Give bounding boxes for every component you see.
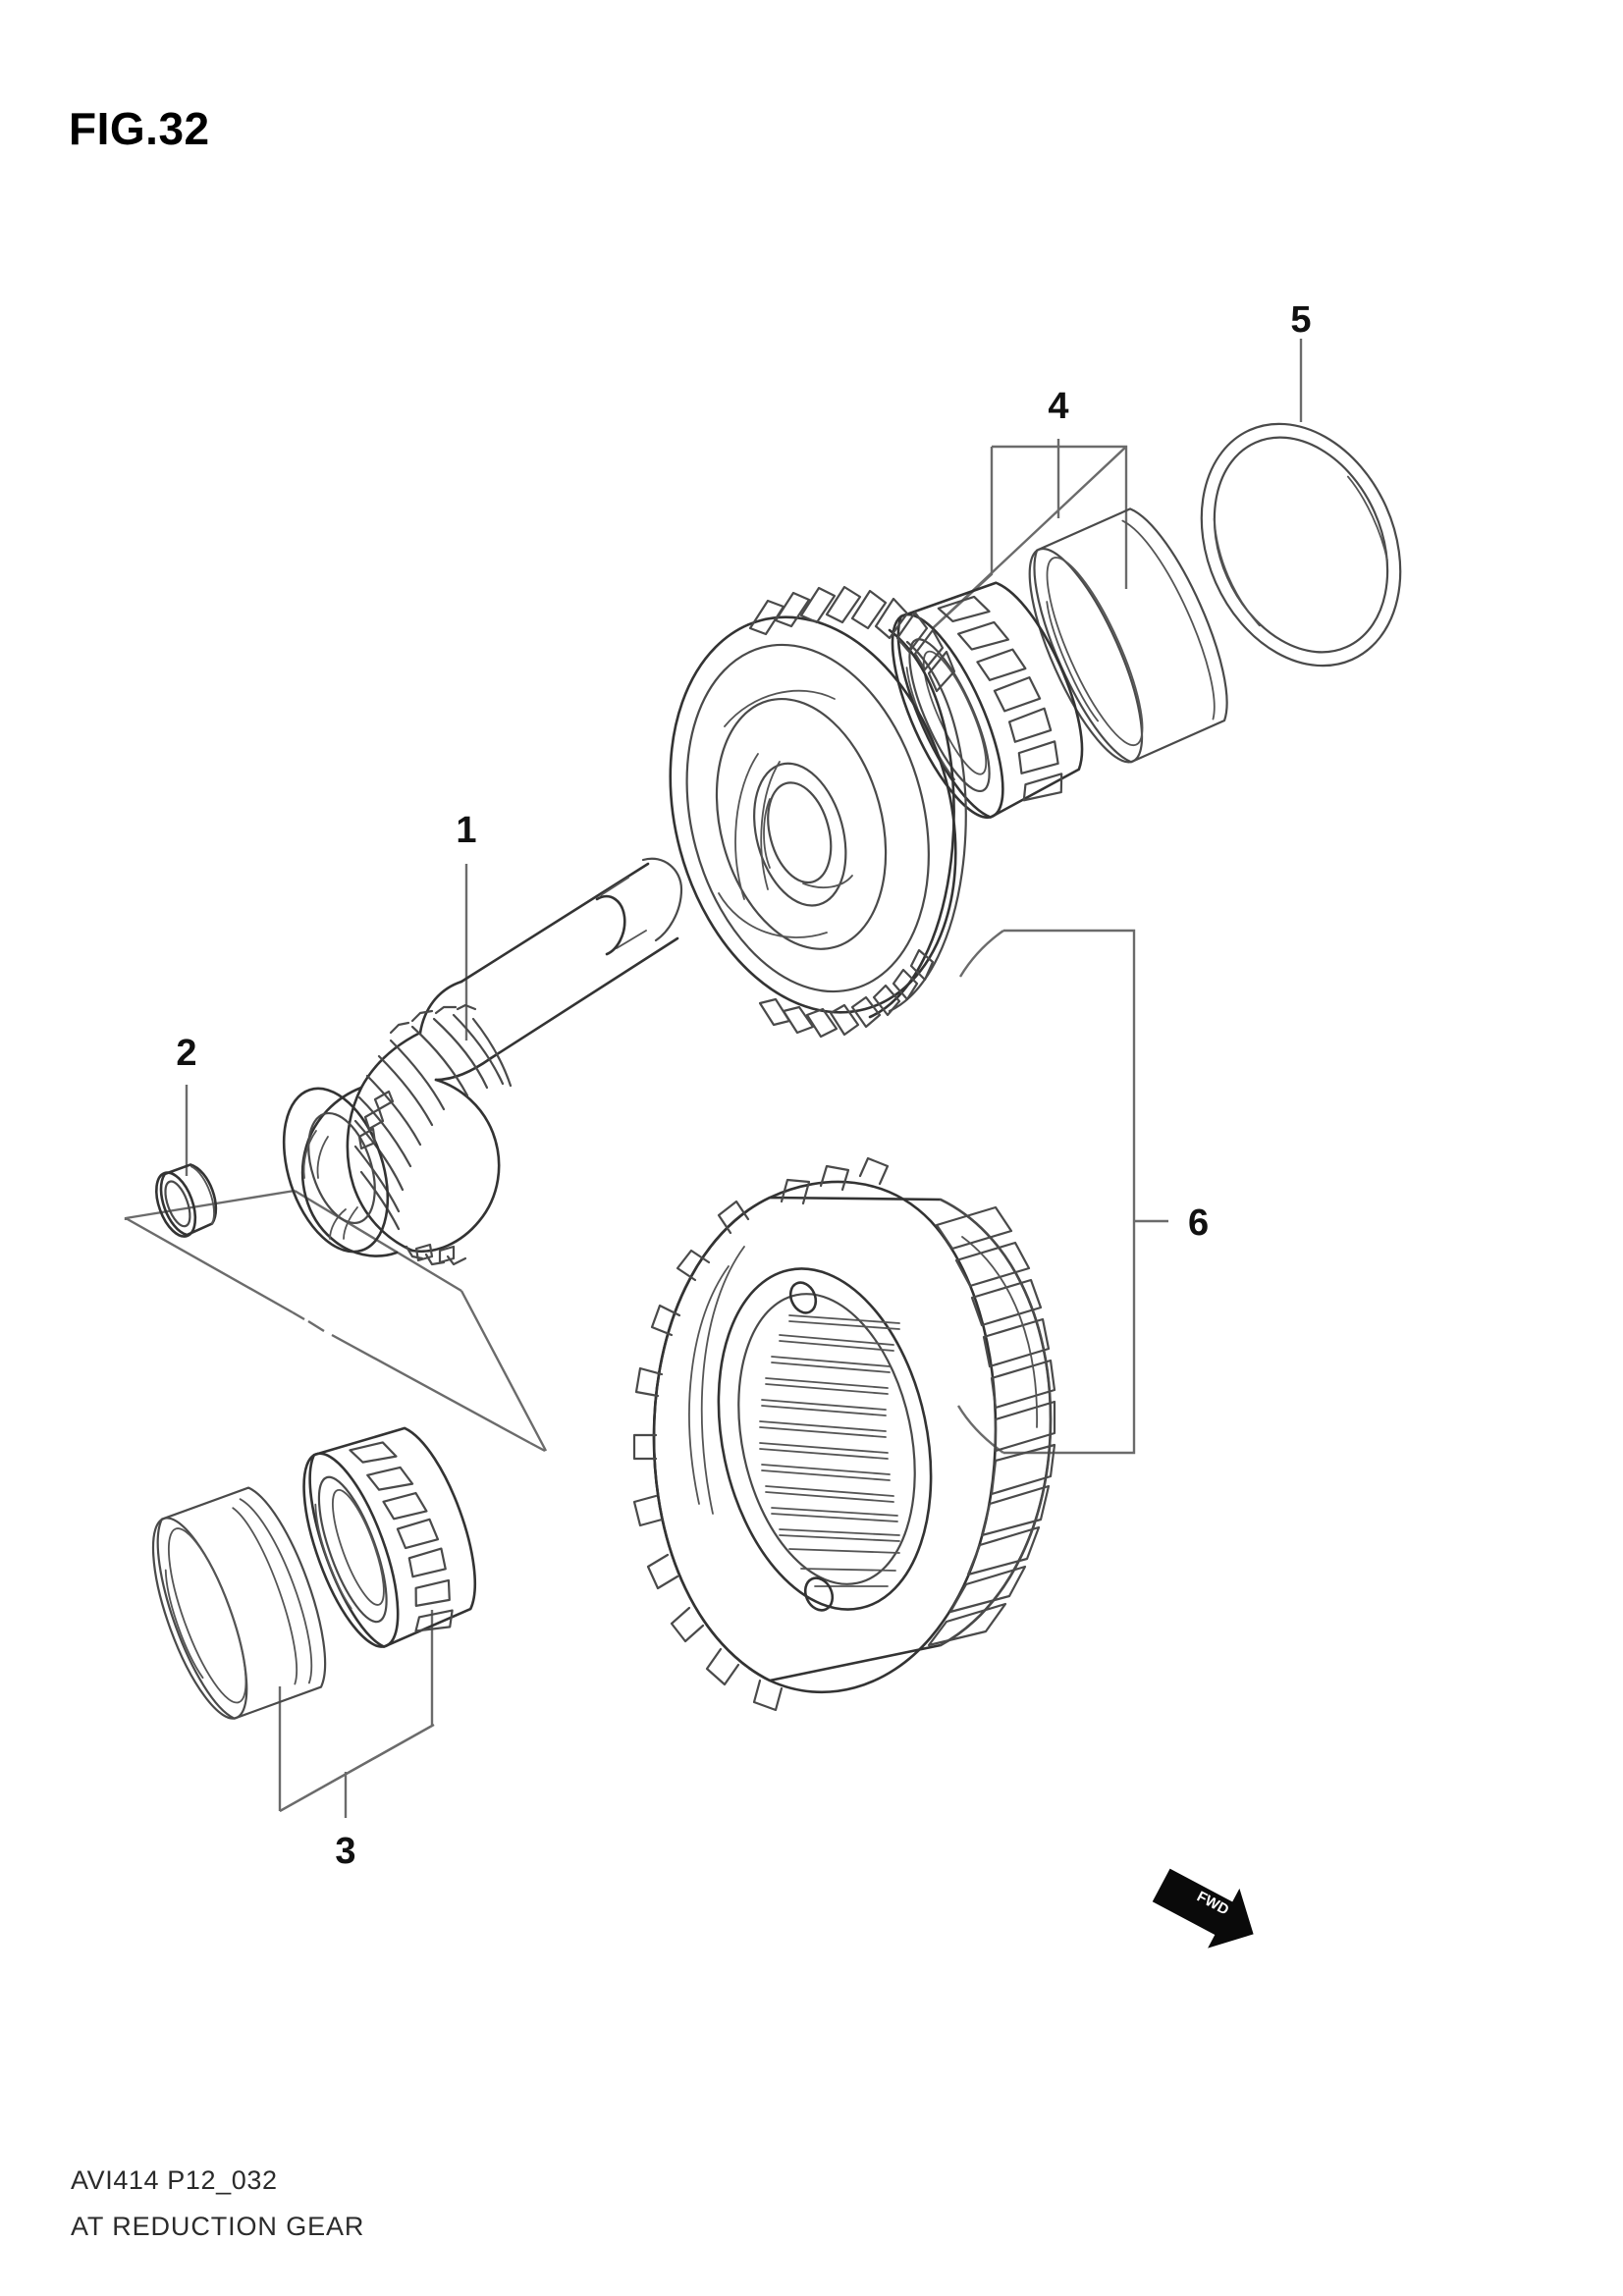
callout-numbers: 1 2 3 4 5 6 xyxy=(176,299,1311,1872)
part-spacer-bushing xyxy=(155,1163,218,1238)
part-bearing-cup-upper xyxy=(1028,507,1228,764)
callout-6: 6 xyxy=(1188,1202,1209,1244)
callout-4: 4 xyxy=(1048,386,1068,427)
part-bearing-cone-lower xyxy=(302,1426,476,1648)
part-reduction-driven-gear xyxy=(669,585,967,1039)
part-bearing-cone-upper xyxy=(891,581,1084,820)
callout-5: 5 xyxy=(1290,299,1311,341)
footer-block: AVI414 P12_032 AT REDUCTION GEAR xyxy=(71,2165,364,2242)
callout-2: 2 xyxy=(176,1033,196,1074)
callout-1: 1 xyxy=(456,810,476,851)
page-title: FIG.32 xyxy=(69,103,210,154)
part-bearing-cup-lower xyxy=(151,1486,327,1720)
part-reduction-driven-gear-assembly xyxy=(632,1156,1056,1712)
fwd-direction-marker: FWD xyxy=(1152,1868,1254,1949)
footer-code: AVI414 P12_032 xyxy=(71,2165,278,2195)
leader-lines xyxy=(124,339,1303,1818)
part-shim-washer-ring xyxy=(1200,422,1402,667)
footer-caption: AT REDUCTION GEAR xyxy=(71,2212,365,2241)
callout-3: 3 xyxy=(335,1831,355,1872)
part-drive-pinion-shaft xyxy=(282,857,683,1266)
